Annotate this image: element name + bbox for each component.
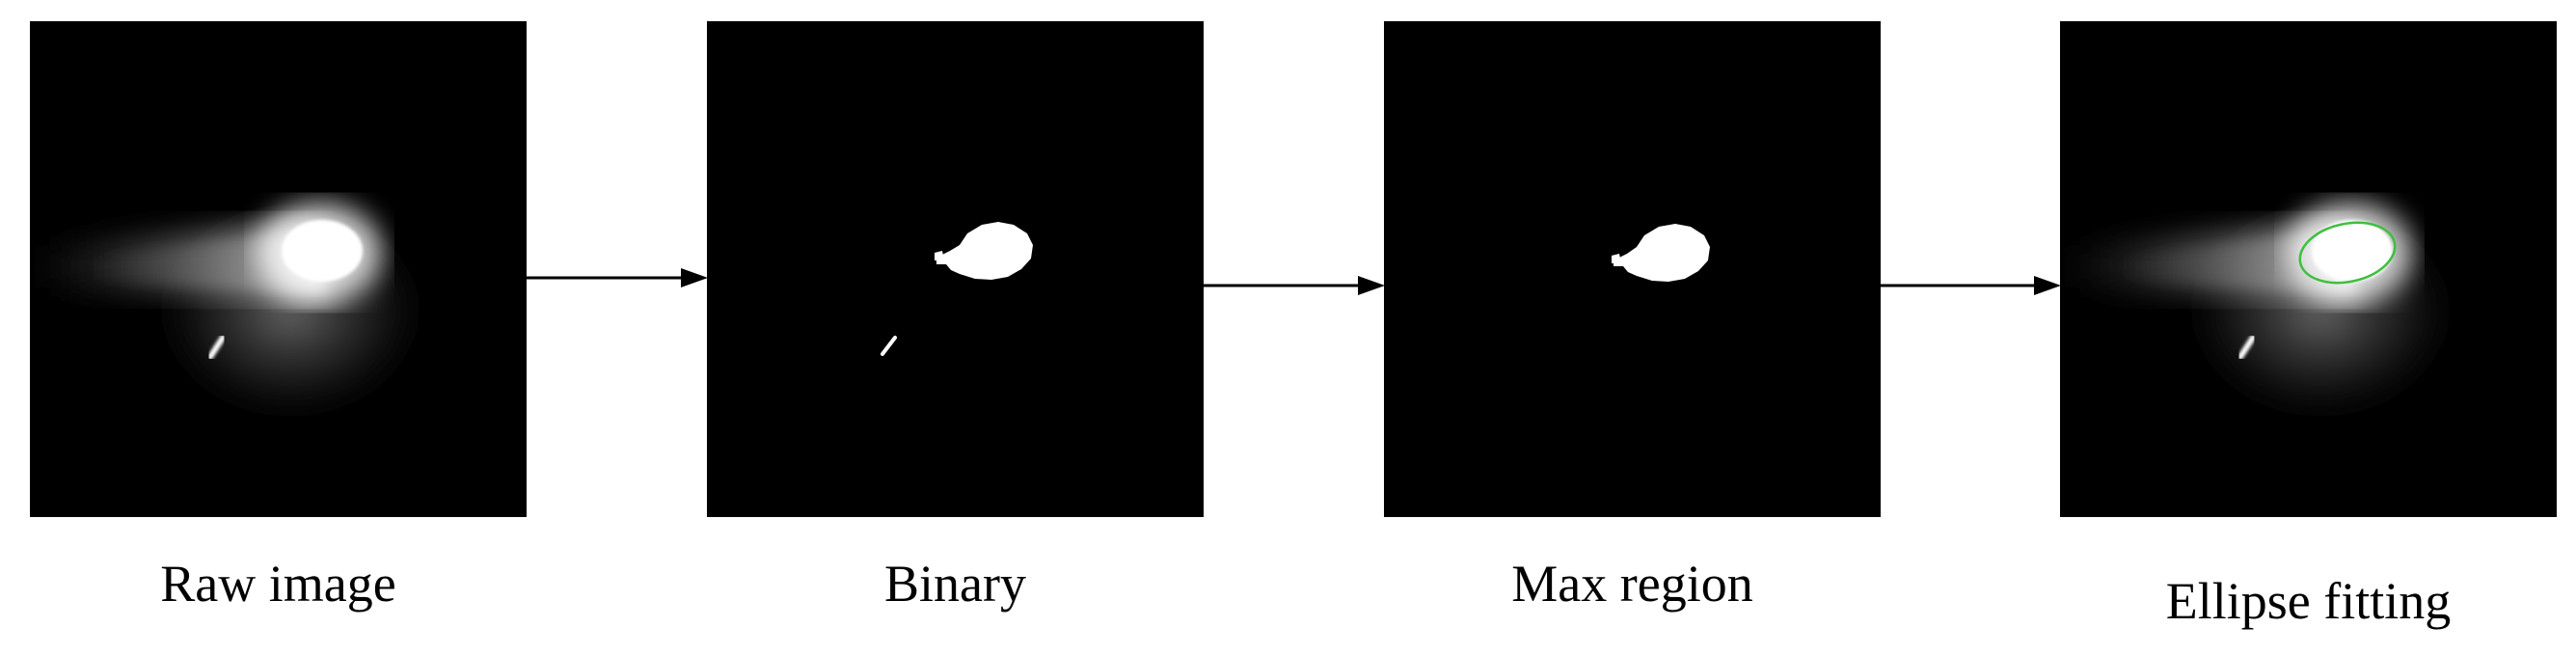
binary-panel [707,21,1204,517]
max-region-picture [1384,21,1881,517]
binary-label: Binary [884,555,1026,613]
arrow-raw-to-binary [527,259,708,297]
raw-image-label: Raw image [160,555,396,613]
ellipse-fitting-picture [2060,21,2557,517]
raw-image-panel [30,21,527,517]
max-region-panel [1384,21,1881,517]
ellipse-fitting-label: Ellipse fitting [2165,572,2452,630]
fitted-ellipse-outline [2298,221,2397,285]
raw-image-picture [30,21,527,517]
arrow-binary-to-max [1204,266,1385,305]
arrow-max-to-ellipse [1881,266,2061,305]
binary-picture [707,21,1204,517]
ellipse-fitting-panel [2060,21,2557,517]
max-region-label: Max region [1511,555,1753,613]
